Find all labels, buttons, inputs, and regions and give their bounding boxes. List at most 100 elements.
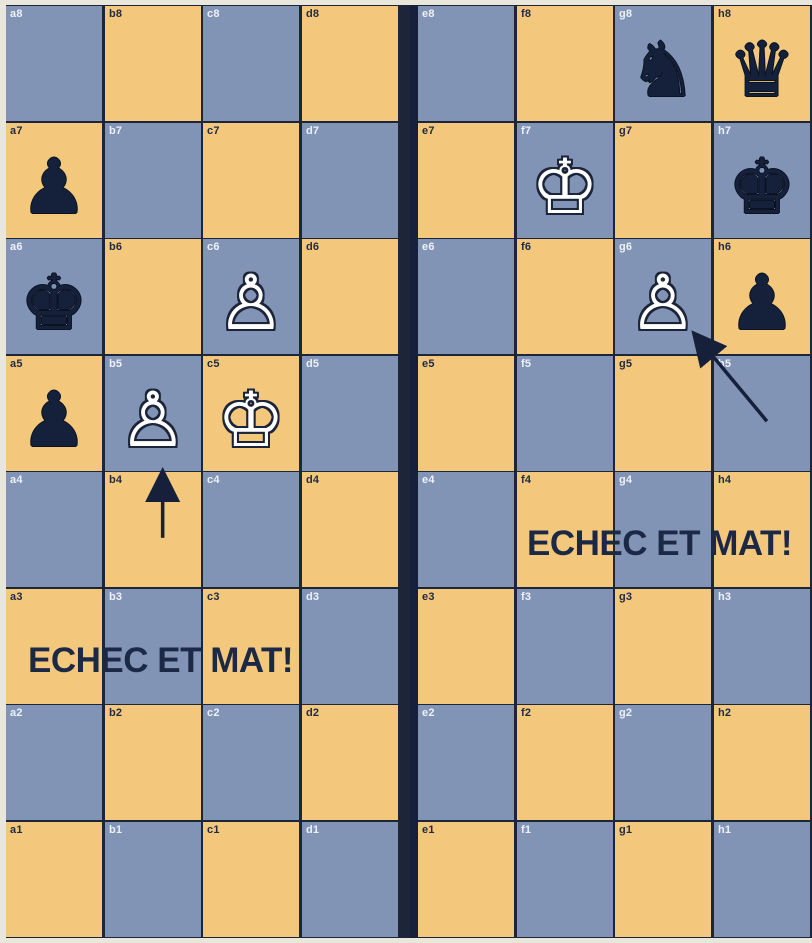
black-queen-icon[interactable]: ♛ — [728, 32, 796, 108]
square-e8[interactable]: e8 — [418, 6, 514, 121]
square-g5[interactable]: g5 — [615, 356, 711, 471]
white-pawn-icon[interactable]: ♙ — [629, 265, 697, 341]
white-king-icon[interactable]: ♔ — [217, 382, 285, 458]
square-f3[interactable]: f3 — [517, 589, 613, 704]
square-d2[interactable]: d2 — [302, 705, 398, 820]
square-coordinate-label: c8 — [207, 8, 220, 20]
square-coordinate-label: e5 — [422, 358, 435, 370]
square-c4[interactable]: c4 — [203, 472, 299, 587]
square-d7[interactable]: d7 — [302, 123, 398, 238]
black-king-icon[interactable]: ♚ — [728, 149, 796, 225]
black-knight-icon[interactable]: ♞ — [629, 32, 697, 108]
square-a6[interactable]: a6♚ — [6, 239, 102, 354]
square-b2[interactable]: b2 — [105, 705, 201, 820]
square-coordinate-label: e7 — [422, 125, 435, 137]
square-g8[interactable]: g8♞ — [615, 6, 711, 121]
checkmate-caption-right: ECHEC ET MAT! — [527, 524, 792, 564]
square-a7[interactable]: a7♟ — [6, 123, 102, 238]
square-b8[interactable]: b8 — [105, 6, 201, 121]
white-pawn-icon[interactable]: ♙ — [217, 265, 285, 341]
square-coordinate-label: c7 — [207, 125, 220, 137]
square-f7[interactable]: f7♔ — [517, 123, 613, 238]
square-h5[interactable]: h5 — [714, 356, 810, 471]
square-coordinate-label: e4 — [422, 474, 435, 486]
square-f8[interactable]: f8 — [517, 6, 613, 121]
black-king-icon[interactable]: ♚ — [20, 265, 88, 341]
square-d8[interactable]: d8 — [302, 6, 398, 121]
square-a4[interactable]: a4 — [6, 472, 102, 587]
square-coordinate-label: b6 — [109, 241, 122, 253]
square-coordinate-label: b3 — [109, 591, 122, 603]
square-coordinate-label: e2 — [422, 707, 435, 719]
square-d4[interactable]: d4 — [302, 472, 398, 587]
square-coordinate-label: b4 — [109, 474, 122, 486]
square-d6[interactable]: d6 — [302, 239, 398, 354]
square-c7[interactable]: c7 — [203, 123, 299, 238]
square-b1[interactable]: b1 — [105, 822, 201, 937]
square-a5[interactable]: a5♟ — [6, 356, 102, 471]
square-d3[interactable]: d3 — [302, 589, 398, 704]
square-e4[interactable]: e4 — [418, 472, 514, 587]
square-h7[interactable]: h7♚ — [714, 123, 810, 238]
square-coordinate-label: a4 — [10, 474, 23, 486]
square-coordinate-label: b5 — [109, 358, 122, 370]
black-pawn-icon[interactable]: ♟ — [20, 382, 88, 458]
square-b6[interactable]: b6 — [105, 239, 201, 354]
square-f2[interactable]: f2 — [517, 705, 613, 820]
square-e2[interactable]: e2 — [418, 705, 514, 820]
square-g7[interactable]: g7 — [615, 123, 711, 238]
square-h8[interactable]: h8 ♛ — [714, 6, 810, 121]
square-f1[interactable]: f1 — [517, 822, 613, 937]
black-pawn-icon[interactable]: ♟ — [20, 149, 88, 225]
square-f5[interactable]: f5 — [517, 356, 613, 471]
square-d5[interactable]: d5 — [302, 356, 398, 471]
square-a1[interactable]: a1 — [6, 822, 102, 937]
square-coordinate-label: f3 — [521, 591, 531, 603]
square-b4[interactable]: b4 — [105, 472, 201, 587]
square-c1[interactable]: c1 — [203, 822, 299, 937]
square-c6[interactable]: c6♙ — [203, 239, 299, 354]
square-coordinate-label: c3 — [207, 591, 220, 603]
square-coordinate-label: b8 — [109, 8, 122, 20]
square-b7[interactable]: b7 — [105, 123, 201, 238]
square-coordinate-label: g5 — [619, 358, 632, 370]
square-f6[interactable]: f6 — [517, 239, 613, 354]
square-e3[interactable]: e3 — [418, 589, 514, 704]
square-g3[interactable]: g3 — [615, 589, 711, 704]
white-king-icon[interactable]: ♔ — [531, 149, 599, 225]
square-coordinate-label: e3 — [422, 591, 435, 603]
board-divider — [410, 5, 418, 938]
square-coordinate-label: a8 — [10, 8, 23, 20]
square-coordinate-label: f1 — [521, 824, 531, 836]
square-h1[interactable]: h1 — [714, 822, 810, 937]
square-d1[interactable]: d1 — [302, 822, 398, 937]
square-coordinate-label: b2 — [109, 707, 122, 719]
square-e5[interactable]: e5 — [418, 356, 514, 471]
square-coordinate-label: f8 — [521, 8, 531, 20]
square-coordinate-label: d6 — [306, 241, 319, 253]
square-e7[interactable]: e7 — [418, 123, 514, 238]
square-g6[interactable]: g6♙ — [615, 239, 711, 354]
square-c8[interactable]: c8 — [203, 6, 299, 121]
square-b5[interactable]: b5 ♙ — [105, 356, 201, 471]
square-a8[interactable]: a8 — [6, 6, 102, 121]
square-coordinate-label: f4 — [521, 474, 531, 486]
square-e1[interactable]: e1 — [418, 822, 514, 937]
square-g2[interactable]: g2 — [615, 705, 711, 820]
square-a2[interactable]: a2 — [6, 705, 102, 820]
square-h3[interactable]: h3 — [714, 589, 810, 704]
square-coordinate-label: d7 — [306, 125, 319, 137]
square-e6[interactable]: e6 — [418, 239, 514, 354]
square-coordinate-label: h8 — [718, 8, 731, 20]
square-coordinate-label: h2 — [718, 707, 731, 719]
square-coordinate-label: d3 — [306, 591, 319, 603]
square-c5[interactable]: c5♔ — [203, 356, 299, 471]
black-pawn-icon[interactable]: ♟ — [728, 265, 796, 341]
square-c2[interactable]: c2 — [203, 705, 299, 820]
square-h6[interactable]: h6♟ — [714, 239, 810, 354]
square-coordinate-label: d1 — [306, 824, 319, 836]
square-coordinate-label: d2 — [306, 707, 319, 719]
square-g1[interactable]: g1 — [615, 822, 711, 937]
white-pawn-icon[interactable]: ♙ — [119, 382, 187, 458]
square-h2[interactable]: h2 — [714, 705, 810, 820]
